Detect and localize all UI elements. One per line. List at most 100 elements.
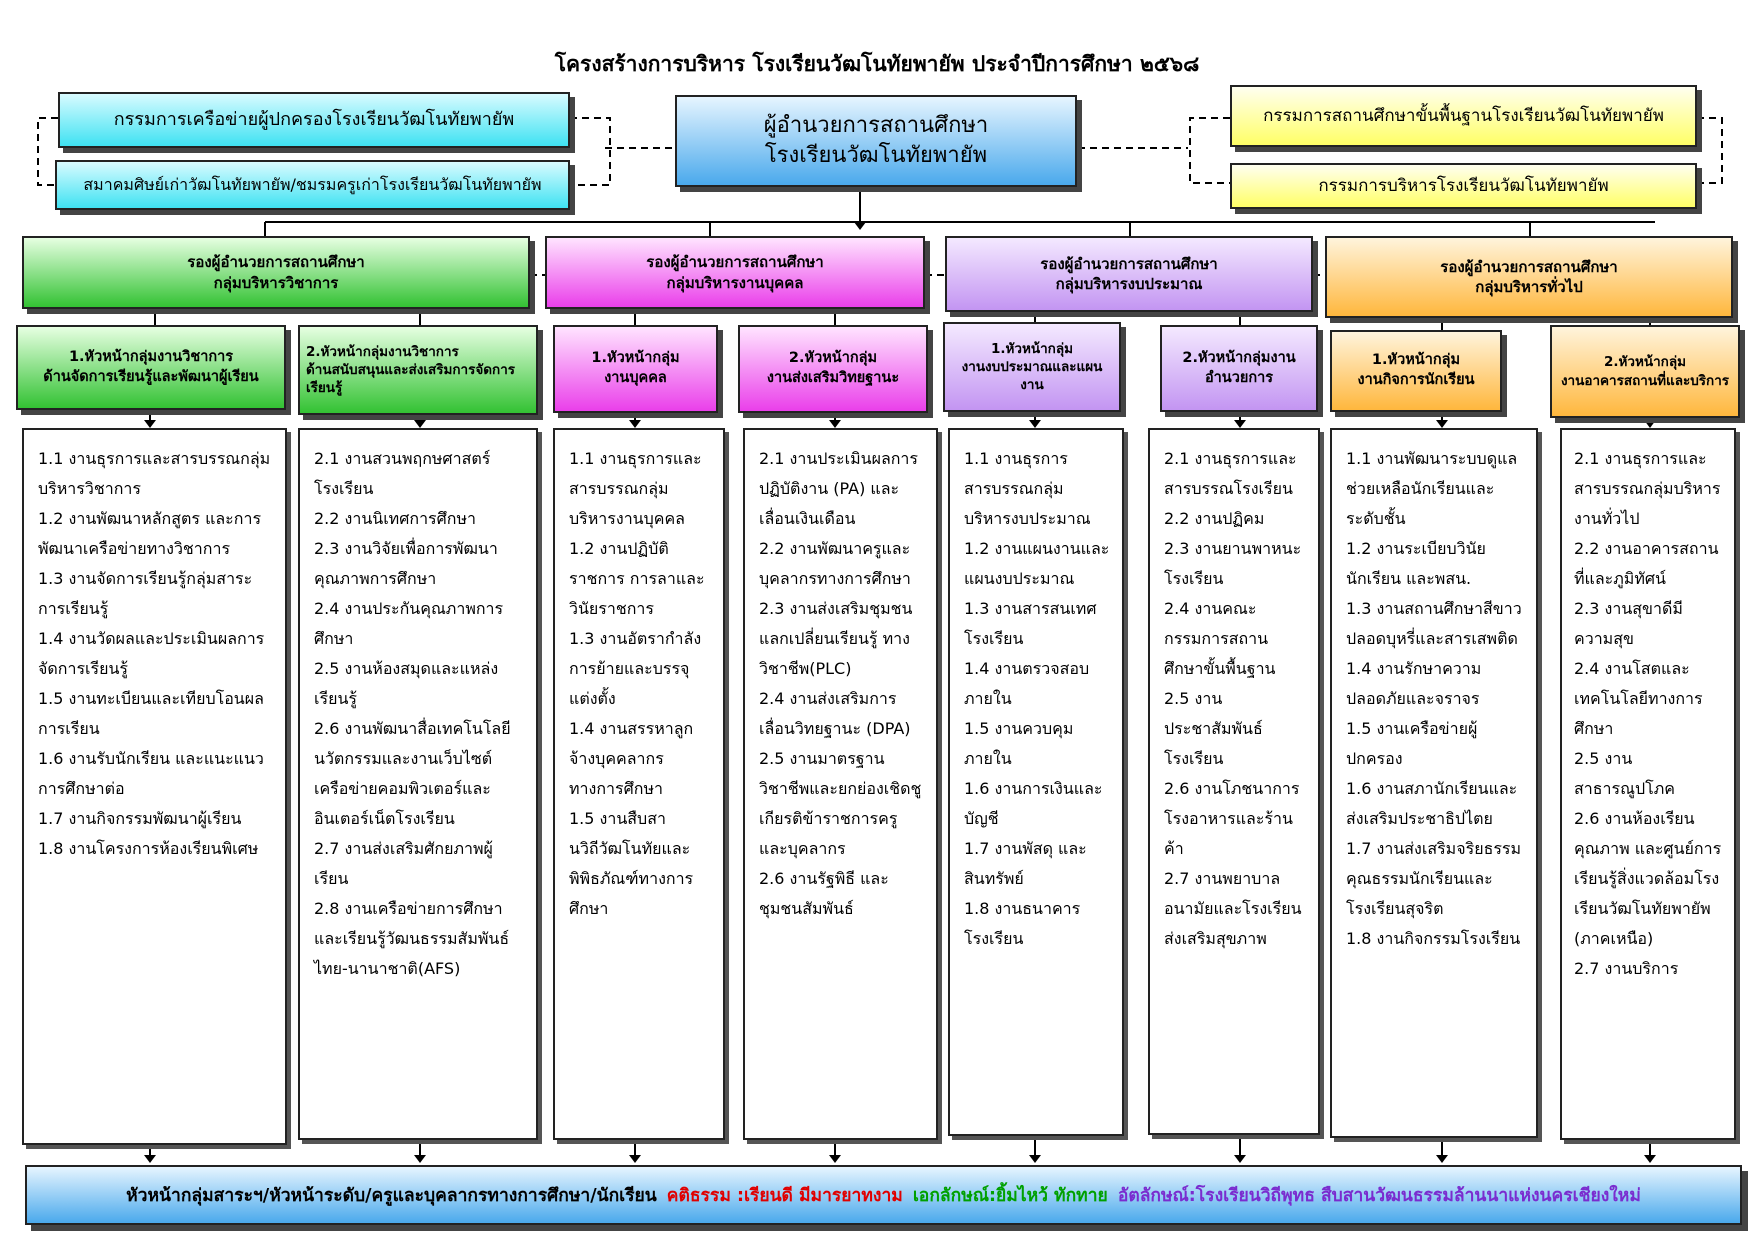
task-item: 2.5 งานประชาสัมพันธ์โรงเรียน	[1164, 689, 1263, 768]
task-item: 1.4 งานรักษาความปลอดภัยและจราจร	[1346, 659, 1482, 708]
task-item: 2.3 งานส่งเสริมชุมชนแลกเปลี่ยนเรียนรู้ ท…	[759, 599, 913, 678]
head-label: ด้านจัดการเรียนรู้และพัฒนาผู้เรียน	[43, 368, 259, 385]
deputy-academic-title: รองผู้อำนวยการสถานศึกษา	[187, 253, 365, 272]
task-item: 2.7 งานบริการ	[1574, 959, 1679, 978]
deputy-personnel: รองผู้อำนวยการสถานศึกษา กลุ่มบริหารงานบุ…	[545, 236, 925, 309]
task-item: 1.3 งานสถานศึกษาสีขาวปลอดบุหรี่และสารเสพ…	[1346, 599, 1522, 648]
task-item: 1.1 งานธุรการและสารบรรณกลุ่มบริหารวิชากา…	[38, 449, 271, 498]
task-item: 2.6 งานพัฒนาสื่อเทคโนโลยีนวัตกรรมและงานเ…	[314, 719, 511, 828]
task-item: 2.4 งานคณะกรรมการสถานศึกษาขั้นพื้นฐาน	[1164, 599, 1276, 678]
task-item: 1.4 งานสรรหาลูกจ้างบุคคลากรทางการศึกษา	[569, 719, 694, 798]
deputy-personnel-title: รองผู้อำนวยการสถานศึกษา	[646, 253, 824, 272]
task-item: 1.1 งานพัฒนาระบบดูแลช่วยเหลือนักเรียนและ…	[1346, 449, 1518, 528]
deputy-academic: รองผู้อำนวยการสถานศึกษา กลุ่มบริหารวิชาก…	[22, 236, 530, 309]
head-label: งานส่งเสริมวิทยฐานะ	[766, 370, 900, 386]
task-item: 1.2 งานพัฒนาหลักสูตร และการพัฒนาเครือข่า…	[38, 509, 262, 558]
bottom-motto: คติธรรม :เรียนดี มีมารยาทงาม	[666, 1186, 903, 1206]
task-item: 2.4 งานประกันคุณภาพการศึกษา	[314, 599, 504, 648]
task-item: 1.6 งานสภานักเรียนและส่งเสริมประชาธิปไตย	[1346, 779, 1518, 828]
committee-basic-education: กรรมการสถานศึกษาขั้นพื้นฐานโรงเรียนวัฒโน…	[1230, 85, 1697, 147]
deputy-budget-group: กลุ่มบริหารงบประมาณ	[1055, 275, 1203, 293]
head-administration: 2.หัวหน้ากลุ่มงาน อำนวยการ	[1160, 325, 1318, 412]
task-item: 2.3 งานวิจัยเพื่อการพัฒนาคุณภาพการศึกษา	[314, 539, 498, 588]
bottom-uniqueness: เอกลักษณ์:ยิ้มไหว้ ทักทาย	[912, 1186, 1108, 1206]
head-label: อำนวยการ	[1204, 369, 1274, 386]
head-label: งานกิจการนักเรียน	[1357, 372, 1475, 388]
bottom-identity: อัตลักษณ์:โรงเรียนวิถีพุทธ สืบสานวัฒนธรร…	[1117, 1186, 1641, 1206]
task-item: 1.6 งานรับนักเรียน และแนะแนวการศึกษาต่อ	[38, 749, 264, 798]
task-item: 1.5 งานทะเบียนและเทียบโอนผลการเรียน	[38, 689, 264, 738]
head-label: 2.หัวหน้ากลุ่ม	[788, 350, 878, 367]
head-label: 2.หัวหน้ากลุ่ม	[1603, 354, 1687, 371]
bottom-banner: หัวหน้ากลุ่มสาระฯ/หัวหน้าระดับ/ครูและบุค…	[25, 1165, 1742, 1225]
task-item: 1.2 งานปฏิบัติราชการ การลาและวินัยราชการ	[569, 539, 705, 618]
task-item: 1.3 งานอัตรากำลังการย้ายและบรรจุแต่งตั้ง	[569, 629, 702, 708]
task-item: 2.7 งานพยาบาลอนามัยและโรงเรียนส่งเสริมสุ…	[1164, 869, 1302, 948]
task-item: 1.8 งานกิจกรรมโรงเรียน	[1346, 929, 1521, 948]
head-label: ด้านสนับสนุนและส่งเสริมการจัดการเรียนรู้	[306, 361, 516, 397]
head-buildings-services: 2.หัวหน้ากลุ่ม งานอาคารสถานที่และบริการ	[1550, 325, 1740, 418]
head-label: 1.หัวหน้ากลุ่มงานวิชาการ	[68, 348, 234, 365]
task-item: 1.1 งานธุรการและสารบรรณกลุ่มบริหารงานบุค…	[569, 449, 702, 528]
task-item: 1.2 งานระเบียบวินัยนักเรียน และพสน.	[1346, 539, 1486, 588]
task-item: 2.4 งานโสตและเทคโนโลยีทางการศึกษา	[1574, 659, 1703, 738]
head-budget-planning: 1.หัวหน้ากลุ่ม งานงบประมาณและแผนงาน	[943, 322, 1121, 412]
task-item: 1.3 งานจัดการเรียนรู้กลุ่มสาระการเรียนรู…	[38, 569, 253, 618]
task-item: 2.5 งานห้องสมุดและแหล่งเรียนรู้	[314, 659, 499, 708]
task-item: 2.6 งานรัฐพิธี และชุมชนสัมพันธ์	[759, 869, 889, 918]
task-item: 2.6 งานโภชนาการโรงอาหารและร้านค้า	[1164, 779, 1300, 858]
task-item: 1.5 งานเครือข่ายผู้ปกครอง	[1346, 719, 1478, 768]
task-item: 2.2 งานอาคารสถานที่และภูมิทัศน์	[1574, 539, 1719, 588]
task-item: 2.2 งานปฏิคม	[1164, 509, 1265, 528]
tasks-column-student-affairs: 1.1 งานพัฒนาระบบดูแลช่วยเหลือนักเรียนและ…	[1330, 428, 1538, 1138]
director-title: ผู้อำนวยการสถานศึกษา	[763, 113, 989, 139]
deputy-academic-group: กลุ่มบริหารวิชาการ	[213, 273, 339, 292]
task-item: 2.1 งานธุรการและสารบรรณโรงเรียน	[1164, 449, 1297, 498]
task-item: 1.8 งานโครงการห้องเรียนพิเศษ	[38, 839, 259, 858]
task-item: 2.3 งานสุขาดีมีความสุข	[1574, 599, 1683, 648]
task-item: 1.7 งานกิจกรรมพัฒนาผู้เรียน	[38, 809, 242, 828]
head-academic-support: 2.หัวหน้ากลุ่มงานวิชาการ ด้านสนับสนุนและ…	[298, 325, 538, 415]
head-label: งานงบประมาณและแผนงาน	[961, 358, 1103, 394]
task-item: 2.8 งานเครือข่ายการศึกษาและเรียนรู้วัฒนธ…	[314, 899, 510, 978]
tasks-column-academic-standing: 2.1 งานประเมินผลการปฏิบัติงาน (PA) และเล…	[743, 428, 938, 1140]
task-item: 1.3 งานสารสนเทศโรงเรียน	[964, 599, 1097, 648]
task-item: 1.5 งานควบคุมภายใน	[964, 719, 1074, 768]
tasks-column-administration: 2.1 งานธุรการและสารบรรณโรงเรียน 2.2 งานปฏ…	[1148, 428, 1320, 1135]
task-item: 2.5 งานสาธารณูปโภค	[1574, 749, 1675, 798]
head-label: 1.หัวหน้ากลุ่ม	[591, 350, 680, 367]
task-item: 2.2 งานพัฒนาครูและบุคลากรทางการศึกษา	[759, 539, 911, 588]
deputy-budget-title: รองผู้อำนวยการสถานศึกษา	[1040, 254, 1218, 273]
task-item: 1.5 งานสืบสานวิถีวัฒโนทัยและพิพิธภัณฑ์ทา…	[569, 809, 694, 918]
task-item: 1.7 งานพัสดุ และสินทรัพย์	[964, 839, 1087, 888]
task-item: 2.5 งานมาตรฐานวิชาชีพและยกย่องเชิดชูเกีย…	[759, 749, 922, 858]
committee-parent-network: กรรมการเครือข่ายผู้ปกครองโรงเรียนวัฒโนทั…	[58, 92, 570, 148]
task-item: 2.1 งานธุรการและสารบรรณกลุ่มบริหารงานทั่…	[1574, 449, 1721, 528]
task-item: 2.4 งานส่งเสริมการเลื่อนวิทยฐานะ (DPA)	[759, 689, 911, 738]
head-label: งานอาคารสถานที่และบริการ	[1560, 372, 1730, 389]
head-label: งานบุคคล	[604, 370, 667, 386]
task-item: 2.1 งานประเมินผลการปฏิบัติงาน (PA) และเล…	[759, 449, 919, 528]
committee-alumni: สมาคมศิษย์เก่าวัฒโนทัยพายัพ/ชมรมครูเก่าโ…	[55, 160, 570, 210]
deputy-general-title: รองผู้อำนวยการสถานศึกษา	[1440, 257, 1618, 276]
bottom-staff: หัวหน้ากลุ่มสาระฯ/หัวหน้าระดับ/ครูและบุค…	[126, 1186, 657, 1206]
head-personnel: 1.หัวหน้ากลุ่ม งานบุคคล	[553, 325, 718, 413]
deputy-general-group: กลุ่มบริหารทั่วไป	[1475, 278, 1583, 296]
head-label: 1.หัวหน้ากลุ่ม	[1371, 352, 1461, 369]
director-box: ผู้อำนวยการสถานศึกษา โรงเรียนวัฒโนทัยพาย…	[675, 95, 1077, 187]
task-item: 2.1 งานสวนพฤกษศาสตร์โรงเรียน	[314, 449, 491, 498]
task-item: 2.6 งานห้องเรียนคุณภาพ และศูนย์การเรียนร…	[1574, 809, 1722, 948]
deputy-personnel-group: กลุ่มบริหารงานบุคคล	[666, 273, 804, 292]
deputy-general: รองผู้อำนวยการสถานศึกษา กลุ่มบริหารทั่วไ…	[1325, 236, 1733, 318]
task-item: 1.2 งานแผนงานและแผนงบประมาณ	[964, 539, 1110, 588]
task-item: 2.7 งานส่งเสริมศักยภาพผู้เรียน	[314, 839, 493, 888]
head-student-affairs: 1.หัวหน้ากลุ่ม งานกิจการนักเรียน	[1330, 330, 1502, 412]
page-title: โครงสร้างการบริหาร โรงเรียนวัฒโนทัยพายัพ…	[554, 52, 1200, 76]
task-item: 2.3 งานยานพาหนะโรงเรียน	[1164, 539, 1302, 588]
tasks-column-buildings: 2.1 งานธุรการและสารบรรณกลุ่มบริหารงานทั่…	[1560, 428, 1736, 1140]
committee-administration: กรรมการบริหารโรงเรียนวัฒโนทัยพายัพ	[1230, 163, 1697, 209]
tasks-column-academic-learning: 1.1 งานธุรการและสารบรรณกลุ่มบริหารวิชากา…	[22, 428, 287, 1145]
head-label: 1.หัวหน้ากลุ่ม	[990, 340, 1074, 357]
tasks-column-personnel: 1.1 งานธุรการและสารบรรณกลุ่มบริหารงานบุค…	[553, 428, 725, 1140]
